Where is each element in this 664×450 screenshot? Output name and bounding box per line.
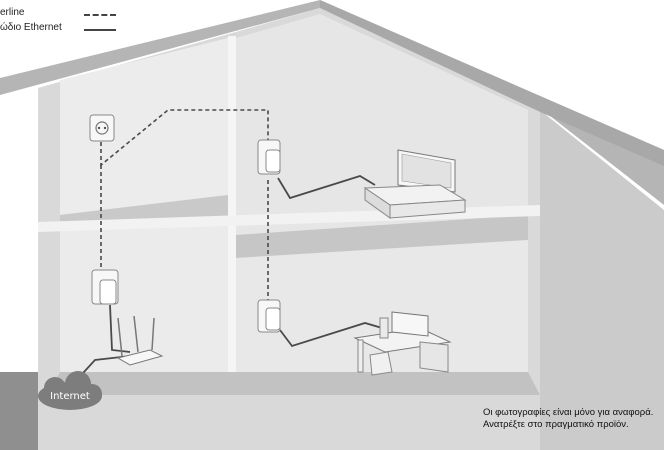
disclaimer-text: Οι φωτογραφίες είναι μόνο για αναφορά. Α… <box>483 407 664 430</box>
legend-ethernet-line <box>84 29 116 31</box>
powerline-adapter-icon <box>92 270 118 304</box>
legend-powerline: erline <box>0 7 24 18</box>
legend-ethernet-label: ώδιο Ethernet <box>0 22 62 33</box>
legend-powerline-label: erline <box>0 7 24 18</box>
powerline-adapter-icon <box>258 140 280 174</box>
internet-label: Internet <box>50 391 90 402</box>
internal-wall <box>228 36 236 372</box>
wall-socket-icon <box>90 115 114 141</box>
legend-powerline-line <box>84 14 116 16</box>
legend-ethernet: ώδιο Ethernet <box>0 22 62 33</box>
powerline-adapter-icon <box>258 300 280 332</box>
floor-lower <box>48 372 540 395</box>
room-lower-left <box>60 218 228 372</box>
